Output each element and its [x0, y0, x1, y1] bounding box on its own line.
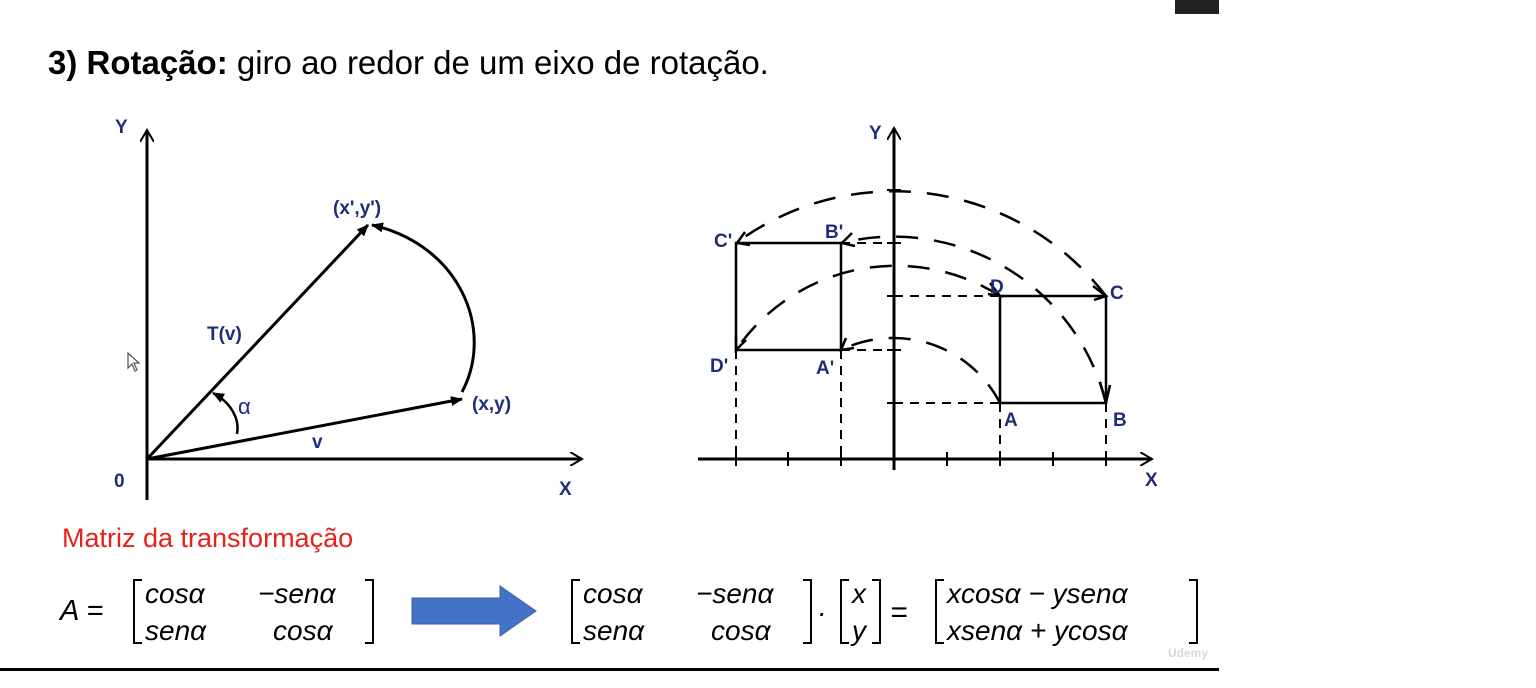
matrix-m21: senα	[145, 615, 207, 646]
matrix-m22: cosα	[273, 615, 334, 646]
matrix-lhs: A =	[58, 595, 103, 627]
title-bold: 3) Rotação:	[48, 44, 228, 81]
vector-tv	[145, 223, 370, 461]
matrix2-bracket-right	[803, 579, 812, 644]
label-C: C	[1110, 283, 1124, 304]
title-rest: giro ao redor de um eixo de rotação.	[227, 44, 769, 81]
square-rotated	[734, 241, 843, 352]
vector-v	[146, 396, 463, 461]
matrix-bracket-left	[133, 579, 142, 644]
bottom-rule	[0, 668, 1219, 671]
matrix-title: Matriz da transformação	[62, 523, 354, 553]
matrix2-m22: cosα	[711, 615, 772, 646]
rotation-arc	[371, 222, 476, 393]
left-x-label: X	[559, 479, 572, 500]
matrix2-m21: senα	[583, 615, 645, 646]
udemy-watermark: Udemy	[1168, 646, 1209, 660]
v-label: v	[312, 432, 323, 453]
dot-operator: ·	[817, 597, 826, 628]
matrix-m11: cosα	[145, 578, 206, 609]
point-label: (x,y)	[472, 394, 511, 415]
result-r1: xcosα − ysenα	[945, 578, 1129, 609]
right-x-label: X	[1145, 470, 1158, 491]
rotation-arcs	[734, 190, 1108, 404]
left-y-label: Y	[115, 117, 128, 138]
tv-label: T(v)	[207, 324, 242, 345]
square-abcd	[998, 294, 1108, 405]
label-B1: B'	[825, 222, 843, 243]
origin-label: 0	[114, 471, 125, 492]
left-figure: Y X 0 (x',y') (x,y) T(v) v α	[114, 117, 582, 500]
result-r2: xsenα + ycosα	[945, 615, 1129, 646]
vector-x: x	[850, 578, 867, 609]
vector-bracket-right	[872, 579, 881, 644]
blue-arrow	[411, 585, 537, 637]
matrix-m12: −senα	[258, 578, 336, 609]
corner-block	[1175, 0, 1219, 14]
right-y-label: Y	[869, 123, 882, 144]
arc-arrowheads	[734, 231, 1112, 404]
equals-sign: =	[890, 596, 908, 629]
matrix2-m11: cosα	[583, 578, 644, 609]
label-A1: A'	[816, 358, 834, 379]
matrix2-m12: −senα	[696, 578, 774, 609]
label-D: D	[990, 277, 1004, 298]
matrix-bracket-right	[365, 579, 374, 644]
result-bracket-left	[935, 579, 944, 644]
page-title: 3) Rotação: giro ao redor de um eixo de …	[48, 44, 769, 82]
label-D1: D'	[710, 356, 728, 377]
right-figure: Y X A B C D A' B' C' D'	[698, 123, 1158, 491]
result-bracket-right	[1189, 579, 1198, 644]
mouse-pointer-icon	[127, 352, 141, 372]
angle-arc	[212, 391, 239, 435]
label-C1: C'	[714, 231, 732, 252]
vector-y: y	[850, 615, 868, 646]
equations: A = cosα −senα senα cosα cosα −senα senα…	[58, 578, 1198, 646]
projection-lines	[735, 242, 1107, 459]
label-A: A	[1004, 410, 1018, 431]
alpha-label: α	[238, 394, 251, 419]
rotated-point-label: (x',y')	[333, 198, 381, 219]
vector-bracket-left	[840, 579, 849, 644]
matrix2-bracket-left	[571, 579, 580, 644]
label-B: B	[1113, 410, 1127, 431]
